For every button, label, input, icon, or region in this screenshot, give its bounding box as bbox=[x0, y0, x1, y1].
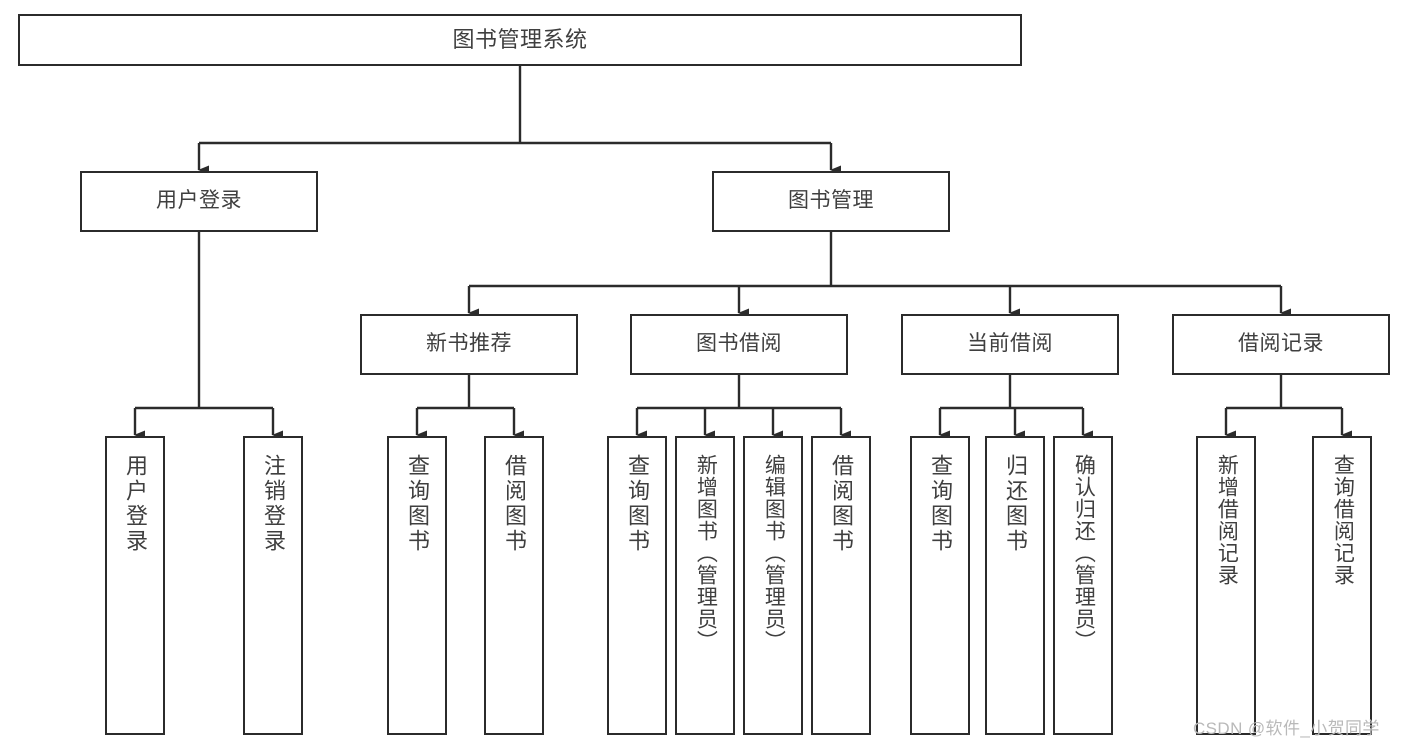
node-label: 查询图书 bbox=[927, 454, 953, 554]
node-label: 借阅图书 bbox=[828, 454, 854, 554]
node-label: 新书推荐 bbox=[426, 332, 512, 356]
node-label: 编辑图书（管理员） bbox=[762, 454, 786, 652]
node-leaf-confirm-return[interactable]: 确认归还（管理员） bbox=[1053, 436, 1113, 735]
node-label: 图书管理系统 bbox=[452, 27, 588, 53]
node-leaf-add-record[interactable]: 新增借阅记录 bbox=[1196, 436, 1256, 735]
node-label: 用户登录 bbox=[156, 189, 242, 213]
node-borrow-record[interactable]: 借阅记录 bbox=[1172, 314, 1390, 375]
node-label: 查询图书 bbox=[624, 454, 650, 554]
node-label: 确认归还（管理员） bbox=[1072, 454, 1096, 652]
node-label: 用户登录 bbox=[122, 454, 148, 554]
node-user-login[interactable]: 用户登录 bbox=[80, 171, 318, 232]
node-leaf-borrow-book-1[interactable]: 借阅图书 bbox=[484, 436, 544, 735]
node-label: 图书管理 bbox=[788, 189, 874, 213]
node-current-borrow[interactable]: 当前借阅 bbox=[901, 314, 1119, 375]
node-leaf-add-book[interactable]: 新增图书（管理员） bbox=[675, 436, 735, 735]
node-root[interactable]: 图书管理系统 bbox=[18, 14, 1022, 66]
node-label: 借阅图书 bbox=[501, 454, 527, 554]
node-leaf-borrow-book-2[interactable]: 借阅图书 bbox=[811, 436, 871, 735]
node-leaf-user-login[interactable]: 用户登录 bbox=[105, 436, 165, 735]
node-leaf-edit-book[interactable]: 编辑图书（管理员） bbox=[743, 436, 803, 735]
node-leaf-query-book-2[interactable]: 查询图书 bbox=[607, 436, 667, 735]
node-leaf-logout[interactable]: 注销登录 bbox=[243, 436, 303, 735]
node-label: 查询借阅记录 bbox=[1331, 454, 1355, 586]
node-leaf-query-book-1[interactable]: 查询图书 bbox=[387, 436, 447, 735]
node-label: 借阅记录 bbox=[1238, 332, 1324, 356]
watermark: CSDN @软件_小贺同学 bbox=[1193, 719, 1380, 738]
node-book-manage[interactable]: 图书管理 bbox=[712, 171, 950, 232]
node-leaf-query-book-3[interactable]: 查询图书 bbox=[910, 436, 970, 735]
node-leaf-query-record[interactable]: 查询借阅记录 bbox=[1312, 436, 1372, 735]
node-label: 新增借阅记录 bbox=[1215, 454, 1239, 586]
node-leaf-return-book[interactable]: 归还图书 bbox=[985, 436, 1045, 735]
node-new-book-recommend[interactable]: 新书推荐 bbox=[360, 314, 578, 375]
node-book-borrow[interactable]: 图书借阅 bbox=[630, 314, 848, 375]
node-label: 归还图书 bbox=[1002, 454, 1028, 554]
node-label: 新增图书（管理员） bbox=[694, 454, 718, 652]
node-label: 查询图书 bbox=[404, 454, 430, 554]
node-label: 当前借阅 bbox=[967, 332, 1053, 356]
node-label: 注销登录 bbox=[260, 454, 286, 554]
node-label: 图书借阅 bbox=[696, 332, 782, 356]
